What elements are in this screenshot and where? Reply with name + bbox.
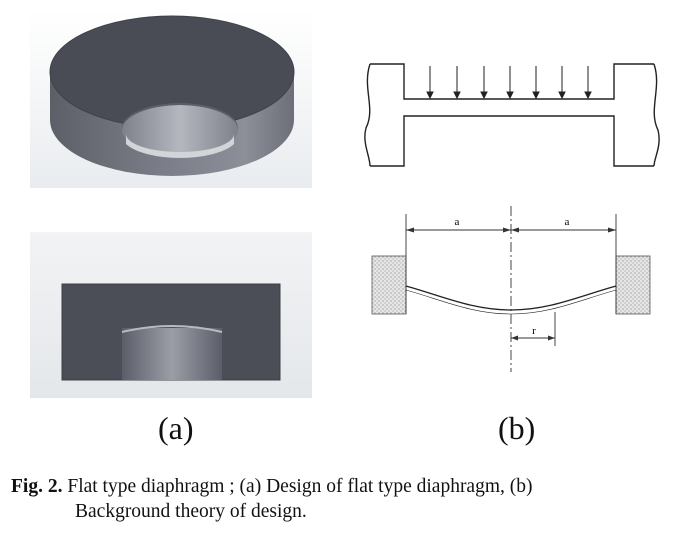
diaphragm-section-render: [30, 232, 312, 398]
caption-line-2: Background theory of design.: [75, 501, 307, 522]
deflection-schematic: a a r: [371, 206, 651, 372]
pressure-load-schematic: [364, 63, 660, 167]
caption-line-1: Flat type diaphragm ; (a) Design of flat…: [62, 476, 533, 497]
right-clamp: [615, 255, 651, 315]
section-bore: [121, 325, 223, 380]
dim-label-a-left: a: [455, 216, 460, 228]
center-hole: [122, 103, 238, 158]
diaphragm-isometric-render: [30, 10, 312, 188]
figure-caption: Fig. 2. Flat type diaphragm ; (a) Design…: [11, 474, 691, 524]
radius-label: r: [532, 325, 536, 337]
dim-label-a-right: a: [565, 216, 570, 228]
left-clamp: [371, 255, 407, 315]
deflected-plate: [405, 285, 617, 315]
subfigure-label-a: (a): [158, 410, 194, 446]
pressure-arrows: [426, 66, 592, 100]
caption-fig-label: Fig. 2.: [11, 476, 63, 497]
subfigure-label-b: (b): [498, 410, 536, 446]
